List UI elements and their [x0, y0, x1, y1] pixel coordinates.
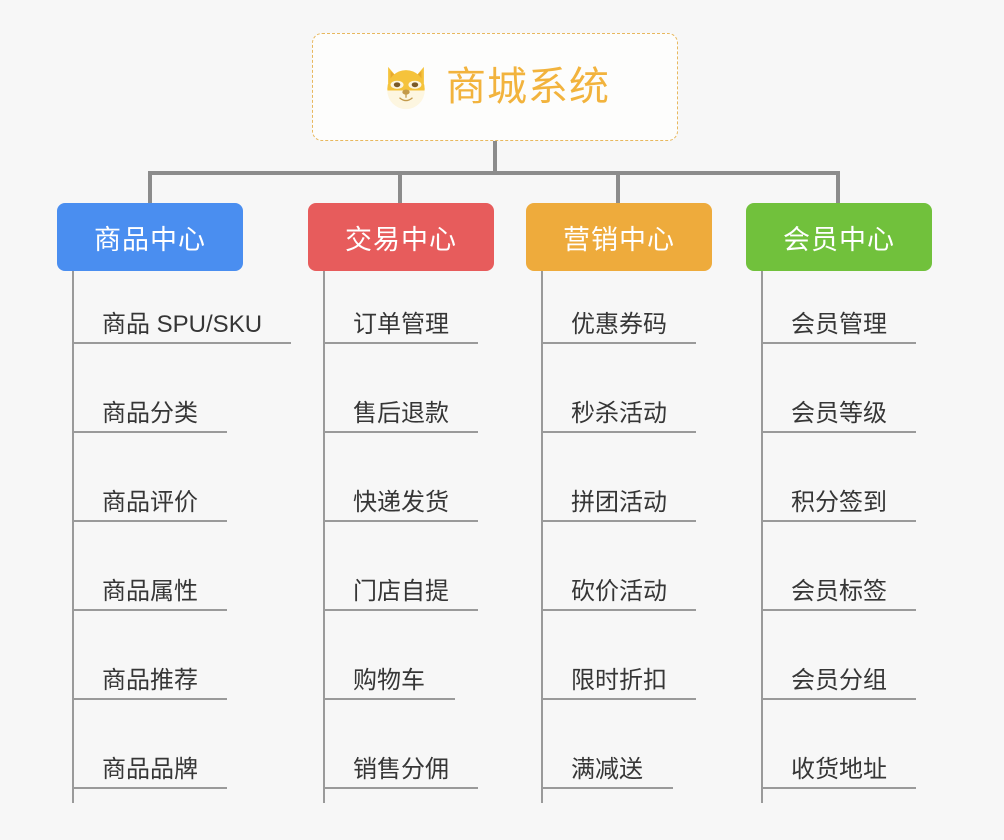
- branch-spine: [761, 271, 763, 803]
- connector-horizontal-bus: [148, 171, 840, 175]
- leaf-item[interactable]: 快递发货: [323, 491, 478, 522]
- leaf-item[interactable]: 商品属性: [72, 580, 227, 611]
- leaf-item[interactable]: 拼团活动: [541, 491, 696, 522]
- leaf-item[interactable]: 会员等级: [761, 402, 916, 433]
- leaf-label: 购物车: [353, 667, 425, 694]
- connector-drop-3: [616, 171, 620, 205]
- leaf-item[interactable]: 商品品牌: [72, 758, 227, 789]
- branch-spine: [72, 271, 74, 803]
- leaf-item[interactable]: 积分签到: [761, 491, 916, 522]
- connector-drop-4: [836, 171, 840, 205]
- leaf-label: 商品分类: [102, 400, 198, 427]
- branch-header-trade-center[interactable]: 交易中心: [308, 203, 494, 271]
- leaf-item[interactable]: 销售分佣: [323, 758, 478, 789]
- leaf-item[interactable]: 满减送: [541, 758, 673, 789]
- leaf-item[interactable]: 优惠券码: [541, 313, 696, 344]
- leaf-label: 拼团活动: [571, 489, 667, 516]
- branch-spine: [541, 271, 543, 803]
- leaf-label: 售后退款: [353, 400, 449, 427]
- leaf-label: 秒杀活动: [571, 400, 667, 427]
- shiba-dog-face-icon: [380, 62, 432, 114]
- leaf-label: 会员等级: [791, 400, 887, 427]
- branch-label: 营销中心: [563, 224, 675, 255]
- leaf-label: 门店自提: [353, 578, 449, 605]
- leaf-label: 商品 SPU/SKU: [102, 311, 263, 338]
- leaf-label: 快递发货: [353, 489, 449, 516]
- root-label: 商城系统: [446, 65, 610, 109]
- leaf-item[interactable]: 商品评价: [72, 491, 227, 522]
- leaf-label: 商品评价: [102, 489, 198, 516]
- branch-label: 交易中心: [345, 224, 457, 255]
- connector-drop-1: [148, 171, 152, 205]
- branch-header-marketing-center[interactable]: 营销中心: [526, 203, 712, 271]
- connector-drop-2: [398, 171, 402, 205]
- leaf-label: 会员管理: [791, 311, 887, 338]
- connector-root-stem: [493, 141, 497, 175]
- branch-header-product-center[interactable]: 商品中心: [57, 203, 243, 271]
- branch-label: 商品中心: [94, 224, 206, 255]
- root-node[interactable]: 商城系统: [312, 33, 678, 141]
- leaf-item[interactable]: 收货地址: [761, 758, 916, 789]
- leaf-item[interactable]: 商品 SPU/SKU: [72, 313, 291, 344]
- leaf-label: 商品推荐: [102, 667, 198, 694]
- leaf-label: 会员分组: [791, 667, 887, 694]
- leaf-item[interactable]: 秒杀活动: [541, 402, 696, 433]
- leaf-item[interactable]: 商品分类: [72, 402, 227, 433]
- leaf-item[interactable]: 会员分组: [761, 669, 916, 700]
- leaf-label: 订单管理: [353, 311, 449, 338]
- leaf-item[interactable]: 门店自提: [323, 580, 478, 611]
- leaf-item[interactable]: 购物车: [323, 669, 455, 700]
- leaf-label: 满减送: [571, 756, 643, 783]
- leaf-label: 销售分佣: [353, 756, 449, 783]
- leaf-item[interactable]: 订单管理: [323, 313, 478, 344]
- leaf-item[interactable]: 限时折扣: [541, 669, 696, 700]
- leaf-label: 砍价活动: [571, 578, 667, 605]
- leaf-label: 商品品牌: [102, 756, 198, 783]
- leaf-label: 会员标签: [791, 578, 887, 605]
- leaf-item[interactable]: 会员标签: [761, 580, 916, 611]
- leaf-item[interactable]: 商品推荐: [72, 669, 227, 700]
- leaf-label: 收货地址: [791, 756, 887, 783]
- branch-label: 会员中心: [783, 224, 895, 255]
- leaf-label: 积分签到: [791, 489, 887, 516]
- leaf-label: 商品属性: [102, 578, 198, 605]
- leaf-label: 优惠券码: [571, 311, 667, 338]
- leaf-label: 限时折扣: [571, 667, 667, 694]
- leaf-item[interactable]: 售后退款: [323, 402, 478, 433]
- branch-header-member-center[interactable]: 会员中心: [746, 203, 932, 271]
- leaf-item[interactable]: 砍价活动: [541, 580, 696, 611]
- leaf-item[interactable]: 会员管理: [761, 313, 916, 344]
- branch-spine: [323, 271, 325, 803]
